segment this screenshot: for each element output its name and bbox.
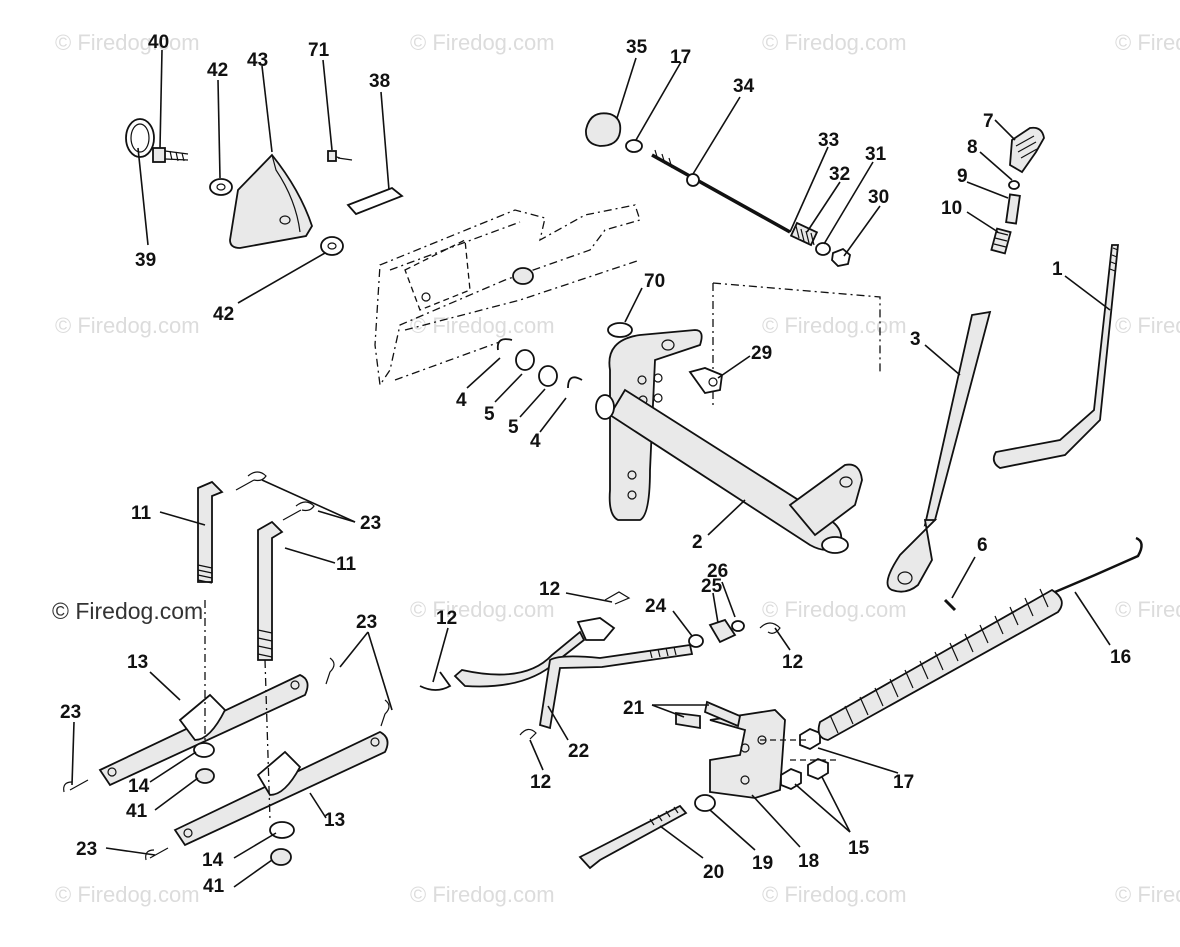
callout-5: 5	[484, 404, 495, 425]
callout-41: 41	[126, 801, 148, 822]
watermark: © Firedog.com	[1115, 597, 1180, 622]
watermark: © Firedog.com	[410, 597, 555, 622]
callout-18: 18	[798, 851, 819, 872]
callout-38: 38	[369, 71, 390, 92]
lift-shaft	[496, 322, 863, 554]
callout-12-second: 12	[539, 579, 560, 600]
callout-labels: 40 42 43 71 38 39 42 35 17 34 33 31 32 3…	[60, 32, 1131, 897]
callout-17-second: 17	[893, 772, 914, 793]
callout-8: 8	[967, 137, 978, 158]
callout-4-second: 4	[530, 431, 541, 452]
callout-41-second: 41	[203, 876, 225, 897]
callout-31: 31	[865, 144, 887, 165]
callout-23: 23	[360, 513, 381, 534]
callout-42-lower: 42	[213, 304, 234, 325]
callout-34: 34	[733, 76, 755, 97]
frame-outline	[374, 204, 641, 387]
watermark: © Firedog.com	[762, 313, 907, 338]
callout-39: 39	[135, 250, 156, 271]
callout-4: 4	[456, 390, 467, 411]
callout-26: 26	[707, 561, 728, 582]
callout-15: 15	[848, 838, 870, 859]
callout-16: 16	[1110, 647, 1131, 668]
watermark: © Firedog.com	[410, 313, 555, 338]
watermarks: © Firedog.com © Firedog.com © Firedog.co…	[52, 30, 1180, 907]
watermark: © Firedog.com	[55, 313, 200, 338]
callout-70: 70	[644, 271, 665, 292]
watermark: © Firedog.com	[410, 30, 555, 55]
callout-23-third: 23	[60, 702, 81, 723]
callout-33: 33	[818, 130, 839, 151]
callout-40: 40	[148, 32, 169, 53]
callout-23-fourth: 23	[76, 839, 97, 860]
linkage-rods	[419, 591, 840, 870]
callout-17: 17	[670, 47, 691, 68]
watermark: © Firedog.com	[52, 598, 203, 624]
callout-1: 1	[1052, 259, 1063, 280]
watermark: © Firedog.com	[1115, 313, 1180, 338]
adjuster-rod-assembly	[585, 112, 881, 405]
spring	[817, 536, 1143, 741]
callout-13: 13	[127, 652, 148, 673]
callout-22: 22	[568, 741, 589, 762]
callout-32: 32	[829, 164, 850, 185]
watermark: © Firedog.com	[762, 597, 907, 622]
callout-29: 29	[751, 343, 772, 364]
callout-14: 14	[128, 776, 150, 797]
callout-10: 10	[941, 198, 962, 219]
lift-links	[63, 471, 390, 866]
watermark: © Firedog.com	[410, 882, 555, 907]
callout-30: 30	[868, 187, 889, 208]
callout-11: 11	[131, 503, 152, 524]
callout-20: 20	[703, 862, 724, 883]
callout-14-second: 14	[202, 850, 224, 871]
watermark: © Firedog.com	[1115, 30, 1180, 55]
callout-42: 42	[207, 60, 228, 81]
callout-12-fourth: 12	[530, 772, 551, 793]
callout-12-third: 12	[782, 652, 803, 673]
callout-5-second: 5	[508, 417, 519, 438]
quadrant-assembly	[125, 118, 404, 256]
watermark: © Firedog.com	[55, 30, 200, 55]
callout-35: 35	[626, 37, 648, 58]
callout-19: 19	[752, 853, 773, 874]
lift-lever	[886, 126, 1119, 612]
leader-lines	[71, 49, 1111, 888]
watermark: © Firedog.com	[1115, 882, 1180, 907]
watermark: © Firedog.com	[762, 30, 907, 55]
callout-43: 43	[247, 50, 268, 71]
callout-2: 2	[692, 532, 703, 553]
callout-6: 6	[977, 535, 988, 556]
callout-21: 21	[623, 698, 645, 719]
watermark: © Firedog.com	[55, 882, 200, 907]
callout-13-second: 13	[324, 810, 345, 831]
callout-12: 12	[436, 608, 457, 629]
callout-23-second: 23	[356, 612, 377, 633]
callout-71: 71	[308, 40, 330, 61]
callout-25: 25	[701, 576, 723, 597]
callout-9: 9	[957, 166, 968, 187]
callout-3: 3	[910, 329, 921, 350]
callout-11-second: 11	[336, 554, 357, 575]
callout-24: 24	[645, 596, 667, 617]
callout-7: 7	[983, 111, 994, 132]
watermark: © Firedog.com	[762, 882, 907, 907]
